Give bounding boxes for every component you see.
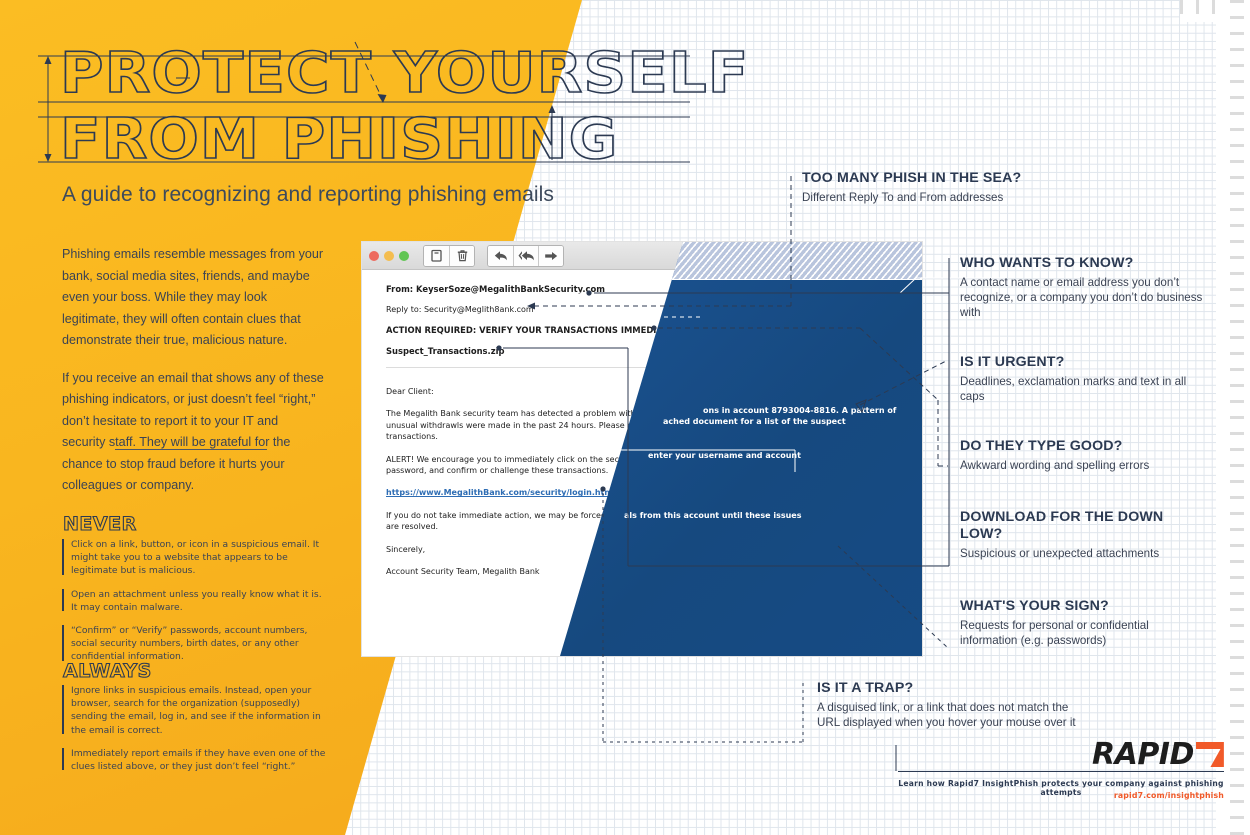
intro-paragraph-1: Phishing emails resemble messages from y… xyxy=(62,247,324,347)
email-window-toolbar xyxy=(362,242,922,270)
footer-url[interactable]: rapid7.com/insightphish xyxy=(1113,791,1224,800)
callout-do-they-type-good: DO THEY TYPE GOOD? Awkward wording and s… xyxy=(960,438,1210,473)
email-p1-line2: unusual withdrawls were made in the past… xyxy=(386,420,677,430)
maximize-dot-icon[interactable] xyxy=(399,250,409,261)
seven-mark-icon xyxy=(1195,742,1224,767)
callout-is-it-a-trap: IS IT A TRAP? A disguised link, or a lin… xyxy=(817,680,1079,730)
list-item: Immediately report emails if they have e… xyxy=(62,747,330,773)
callout-title: DOWNLOAD FOR THE DOWN LOW? xyxy=(960,509,1164,542)
callout-title: IS IT URGENT? xyxy=(960,354,1065,370)
email-replyto-field: Reply to: Security@Meglith8ank.com xyxy=(386,305,534,314)
email-p2-line1: ALERT! We encourage you to immediately c… xyxy=(386,454,680,464)
reply-all-icon[interactable] xyxy=(513,245,538,266)
intro-paragraph-2: If you receive an email that shows any o… xyxy=(62,370,324,493)
callout-title: WHO WANTS TO KNOW? xyxy=(960,255,1134,271)
email-paragraph-1: The Megalith Bank security team has dete… xyxy=(386,408,898,442)
email-greeting: Dear Client: xyxy=(386,387,434,396)
archive-icon[interactable] xyxy=(424,245,449,266)
close-dot-icon[interactable] xyxy=(369,250,379,261)
footer-divider xyxy=(898,771,1224,772)
email-p1-line1: The Megalith Bank security team has dete… xyxy=(386,409,674,419)
never-list: Click on a link, button, or icon in a su… xyxy=(62,538,330,674)
reply-icon[interactable] xyxy=(488,245,513,266)
callout-is-it-urgent: IS IT URGENT? Deadlines, exclamation mar… xyxy=(960,354,1200,404)
email-p3-line2: are resolved. xyxy=(386,522,439,532)
title-line-1: PROTECT YOURSELF xyxy=(59,41,750,106)
list-item: “Confirm” or “Verify” passwords, account… xyxy=(62,624,330,664)
email-paragraph-3: If you do not take immediate action, we … xyxy=(386,510,898,533)
list-item: Click on a link, button, or icon in a su… xyxy=(62,538,330,578)
phishing-link[interactable]: https://www.MegalithBank.com/security/lo… xyxy=(386,488,616,498)
email-p2-line2: password, and confirm or challenge these… xyxy=(386,466,609,476)
toolbar-group-reply[interactable] xyxy=(487,244,564,267)
email-body: Dear Client: The Megalith Bank security … xyxy=(362,368,922,577)
callout-subtitle: Suspicious or unexpected attachments xyxy=(960,547,1160,560)
email-subject-field: ACTION REQUIRED: VERIFY YOUR TRANSACTION… xyxy=(386,325,688,335)
email-signature: Account Security Team, Megalith Bank xyxy=(386,567,540,577)
callout-subtitle: A disguised link, or a link that does no… xyxy=(817,701,1076,729)
callout-subtitle: Requests for personal or confidential in… xyxy=(960,619,1149,647)
minimize-dot-icon[interactable] xyxy=(384,250,394,261)
page-title: PROTECT YOURSELF FROM PHISHING xyxy=(59,43,749,171)
email-signoff: Sincerely, xyxy=(386,544,426,554)
callout-subtitle: A contact name or email address you don’… xyxy=(960,276,1203,319)
email-paragraph-2: ALERT! We encourage you to immediately c… xyxy=(386,454,898,477)
rapid7-logo: RAPID xyxy=(1092,737,1224,772)
rapid7-wordmark: RAPID xyxy=(1092,737,1194,772)
email-link-row[interactable]: https://www.MegalithBank.com/security/lo… xyxy=(386,487,898,498)
email-client-window[interactable]: From: KeyserSoze@MegalithBankSecurity.co… xyxy=(362,242,922,656)
callout-who-wants-to-know: WHO WANTS TO KNOW? A contact name or ema… xyxy=(960,255,1208,320)
list-item: Open an attachment unless you really kno… xyxy=(62,588,330,614)
email-attachment-field: Suspect_Transactions.zip xyxy=(386,346,505,356)
callout-download-for-the-down-low: DOWNLOAD FOR THE DOWN LOW? Suspicious or… xyxy=(960,509,1182,561)
never-heading: NEVER xyxy=(62,512,137,535)
intro-copy: Phishing emails resemble messages from y… xyxy=(62,244,324,497)
email-p1-line3: transactions. xyxy=(386,432,438,442)
email-p3-line1: If you do not take immediate action, we … xyxy=(386,510,704,520)
email-from-field: From: KeyserSoze@MegalithBankSecurity.co… xyxy=(386,284,605,294)
title-construction-lines xyxy=(38,41,690,163)
grid-margin-gap xyxy=(1216,0,1224,835)
footer-tagline: Learn how Rapid7 InsightPhish protects y… xyxy=(898,779,1224,797)
trash-icon[interactable] xyxy=(449,245,474,266)
window-controls[interactable] xyxy=(369,250,409,261)
right-tick-margin-strip xyxy=(1224,0,1250,835)
title-line-2: FROM PHISHING xyxy=(59,107,619,172)
callout-title: DO THEY TYPE GOOD? xyxy=(960,438,1123,454)
always-list: Ignore links in suspicious emails. Inste… xyxy=(62,684,330,783)
page-subtitle: A guide to recognizing and reporting phi… xyxy=(62,183,555,206)
callout-subtitle: Deadlines, exclamation marks and text in… xyxy=(960,375,1187,403)
callout-title: IS IT A TRAP? xyxy=(817,680,914,696)
email-header-fields: From: KeyserSoze@MegalithBankSecurity.co… xyxy=(362,270,922,368)
callout-subtitle: Different Reply To and From addresses xyxy=(802,191,1004,204)
callout-whats-your-sign: WHAT'S YOUR SIGN? Requests for personal … xyxy=(960,598,1182,648)
toolbar-group-filing[interactable] xyxy=(423,244,475,267)
list-item: Ignore links in suspicious emails. Inste… xyxy=(62,684,330,737)
divider-rule xyxy=(115,449,267,450)
callout-title: TOO MANY PHISH IN THE SEA? xyxy=(802,170,1022,186)
callout-too-many-phish: TOO MANY PHISH IN THE SEA? Different Rep… xyxy=(802,170,1102,205)
forward-icon[interactable] xyxy=(538,245,563,266)
callout-title: WHAT'S YOUR SIGN? xyxy=(960,598,1109,614)
always-heading: ALWAYS xyxy=(62,659,152,682)
top-tick-margin-strip xyxy=(1180,0,1224,22)
callout-subtitle: Awkward wording and spelling errors xyxy=(960,459,1150,472)
